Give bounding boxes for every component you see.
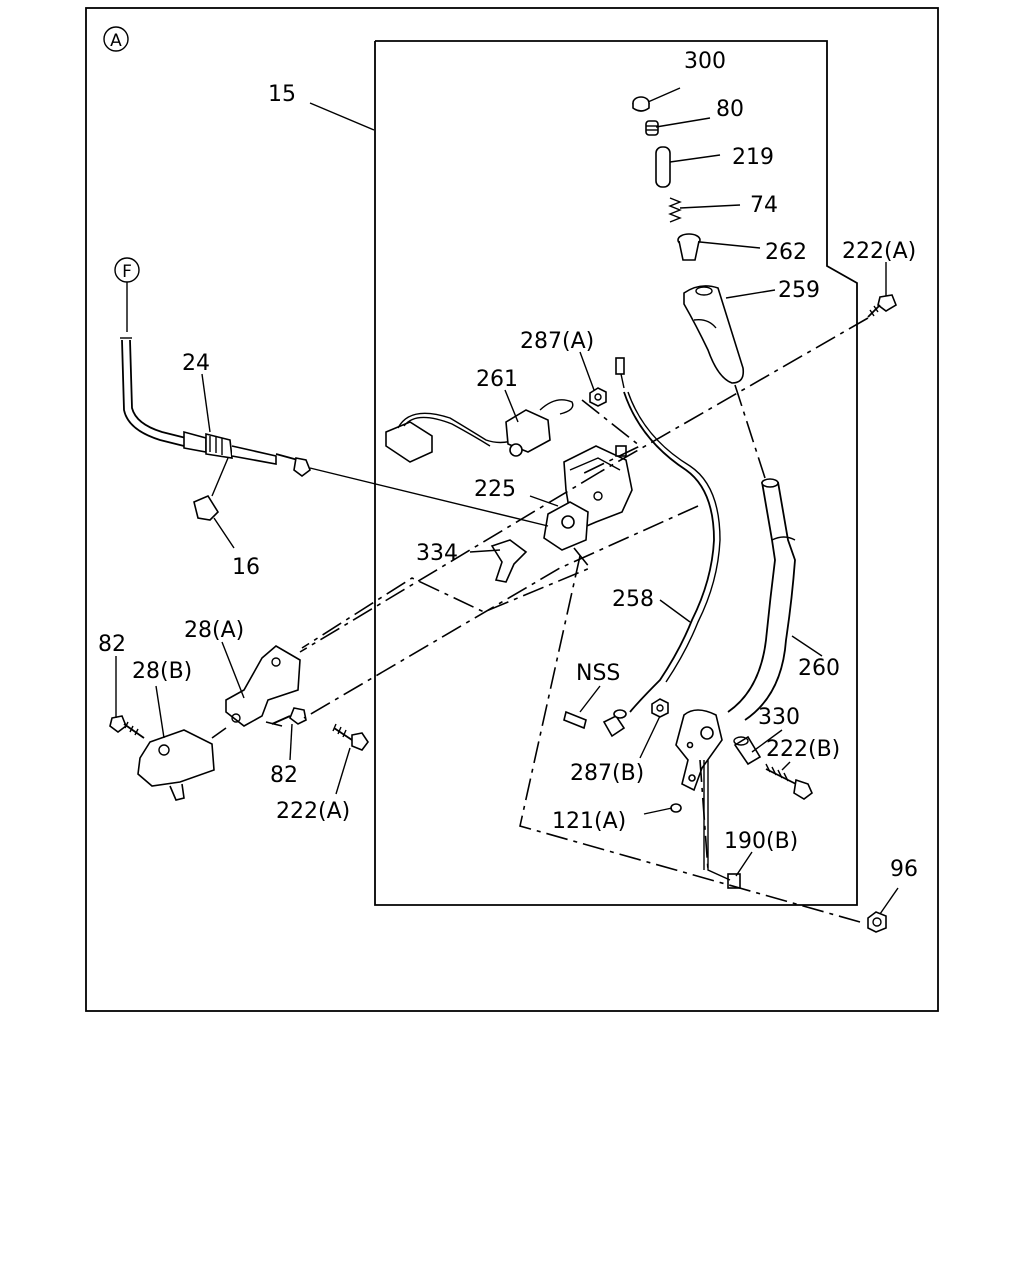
alignment-lines [211,317,869,923]
svg-text:A: A [110,31,122,51]
svg-text:F: F [122,262,132,282]
part-nss-pin [563,710,587,730]
label-225: 225 [474,477,516,502]
leader-lines [115,87,899,915]
part-259-knob [683,285,745,384]
label-300: 300 [684,49,726,74]
part-222a-bottom-bolt [332,723,369,751]
label-28b: 28(B) [132,659,192,684]
label-261: 261 [476,367,518,392]
label-96: 96 [890,857,918,882]
label-190b: 190(B) [724,829,798,854]
outer-frame [85,7,939,1012]
part-labels: 15 300 80 219 74 262 222(A) 259 287(A) 2… [98,49,918,882]
label-334: 334 [416,541,458,566]
part-219-pin [655,146,671,188]
label-24: 24 [182,351,210,376]
label-287b: 287(B) [570,761,644,786]
label-74: 74 [750,193,778,218]
label-222a-bottom: 222(A) [276,799,350,824]
part-74-spring [668,197,682,223]
label-82-top: 82 [98,632,126,657]
part-96-nut [867,911,887,933]
part-82-bolt-left [109,715,145,739]
part-222a-top-bolt [867,294,897,318]
label-15: 15 [268,82,296,107]
label-330: 330 [758,705,800,730]
part-225-base [543,445,633,551]
label-259: 259 [778,278,820,303]
part-80-nut [645,120,659,136]
part-287a-nut [589,387,607,407]
label-121a: 121(A) [552,809,626,834]
part-16-clip [193,494,220,521]
part-28b-bracket [137,729,215,801]
part-258-cable [602,357,721,738]
label-16: 16 [232,555,260,580]
label-80: 80 [716,97,744,122]
label-287a: 287(A) [520,329,594,354]
label-nss: NSS [576,661,620,686]
part-222b-bolt [765,763,813,800]
label-222a-top: 222(A) [842,239,916,264]
part-28a-bracket [225,645,301,727]
part-260-shift-lever [727,384,796,721]
assembly-box-15 [374,40,858,906]
label-258: 258 [612,587,654,612]
part-261-switch [385,399,574,463]
part-24-cable [120,337,549,527]
label-262: 262 [765,240,807,265]
part-262-bushing [677,233,701,261]
part-300-cap [632,96,650,112]
label-82-bottom: 82 [270,763,298,788]
part-121a-nut [670,803,682,813]
part-287b-nut [651,698,669,718]
label-222b: 222(B) [766,737,840,762]
label-28a: 28(A) [184,618,244,643]
callout-marker-f: F [114,257,140,332]
part-lever-bracket [675,709,723,792]
part-82-bolt-right [271,707,307,725]
label-260: 260 [798,656,840,681]
part-330-collar [733,735,762,766]
view-marker-a: A [103,26,129,52]
part-334-bracket [490,539,528,583]
part-190b-bolt [727,873,741,889]
label-219: 219 [732,145,774,170]
